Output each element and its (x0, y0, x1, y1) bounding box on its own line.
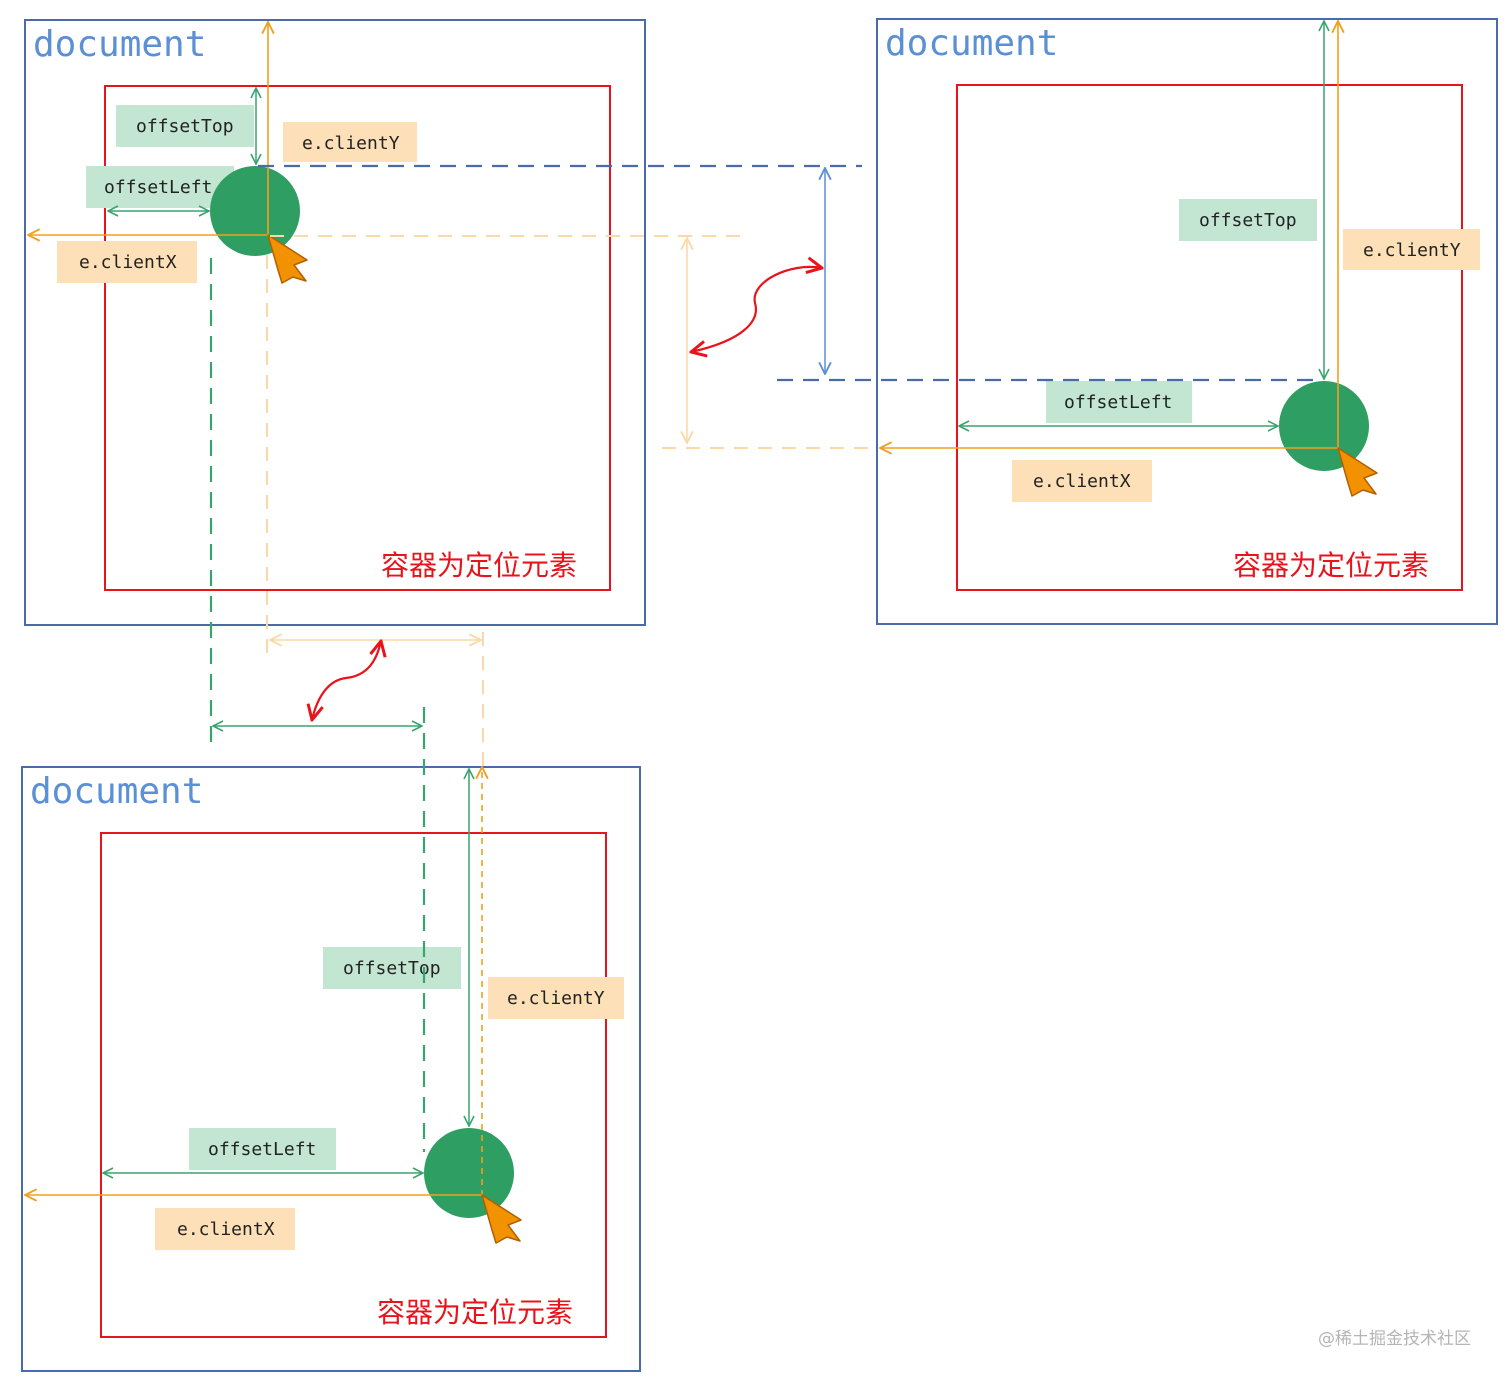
offset-left-label: offsetLeft (208, 1139, 316, 1160)
offset-left-label-bg (86, 166, 234, 208)
document-box (876, 18, 1498, 625)
client-y-label: e.clientY (1363, 240, 1461, 261)
equivalence-arrow-bottom (312, 641, 381, 720)
container-box (104, 85, 611, 591)
client-x-label: e.clientX (177, 1219, 275, 1240)
cursor-icon (481, 1194, 522, 1244)
draggable-circle[interactable] (210, 166, 300, 256)
offset-top-label: offsetTop (1199, 210, 1297, 231)
panel-bottom-left: document 容器为定位元素 offsetTop e.clientY off… (21, 766, 641, 1372)
document-box (21, 766, 641, 1372)
offset-top-label: offsetTop (343, 958, 441, 979)
watermark: @稀土掘金技术社区 (1318, 1329, 1471, 1349)
connectors (209, 164, 1322, 1152)
offset-left-label: offsetLeft (104, 177, 212, 198)
client-x-label: e.clientX (79, 252, 177, 273)
client-x-label-bg (155, 1208, 295, 1250)
draggable-circle[interactable] (424, 1128, 514, 1218)
client-y-label-bg (283, 122, 417, 162)
offset-top-label-bg (323, 947, 461, 989)
equivalence-arrow-right (691, 267, 822, 352)
offset-top-label-bg (116, 105, 254, 147)
panel-top-left: document 容器为定位元素 offsetTop e.clientY e.c… (24, 19, 646, 626)
client-y-label: e.clientY (302, 133, 400, 154)
offset-left-label: offsetLeft (1064, 392, 1172, 413)
container-label: 容器为定位元素 (381, 549, 577, 582)
client-y-label-bg (488, 977, 624, 1019)
container-label: 容器为定位元素 (377, 1296, 573, 1329)
document-box (24, 19, 646, 626)
cursor-icon (267, 234, 308, 284)
client-y-label-bg (1343, 229, 1480, 270)
container-label: 容器为定位元素 (1233, 549, 1429, 582)
draggable-circle[interactable] (1279, 381, 1369, 471)
cursor-icon (1337, 447, 1378, 497)
offset-top-label: offsetTop (136, 116, 234, 137)
offset-left-label-bg (1046, 381, 1192, 423)
document-label: document (30, 771, 203, 812)
offset-top-label-bg (1179, 199, 1317, 241)
panel-top-right: document 容器为定位元素 offsetTop e.clientY off… (876, 18, 1498, 625)
container-box (100, 832, 607, 1338)
document-label: document (33, 24, 206, 65)
client-x-label-bg (1012, 460, 1152, 502)
offset-left-label-bg (189, 1128, 336, 1170)
client-x-label: e.clientX (1033, 471, 1131, 492)
client-y-label: e.clientY (507, 988, 605, 1009)
document-label: document (885, 23, 1058, 64)
client-x-label-bg (57, 241, 197, 283)
container-box (956, 84, 1463, 591)
